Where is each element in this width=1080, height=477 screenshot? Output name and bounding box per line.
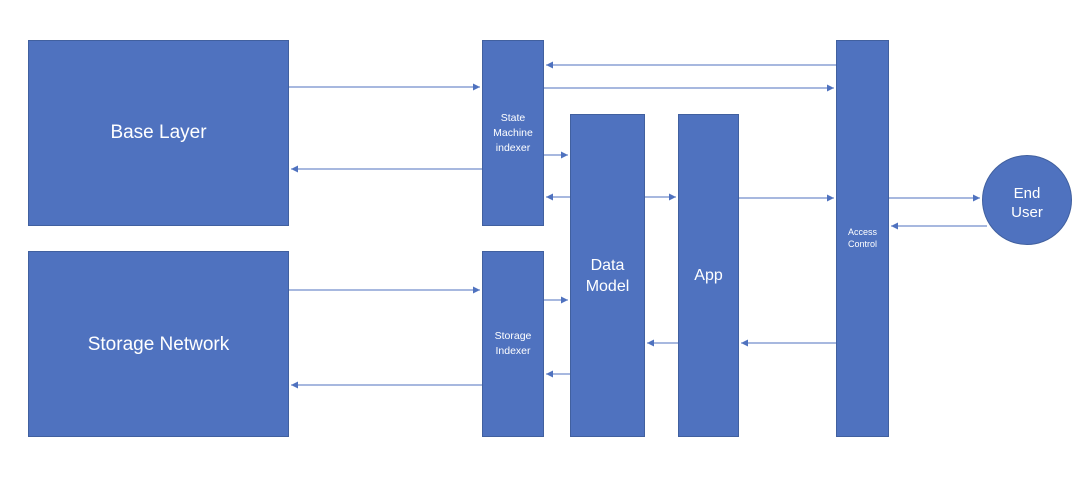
base-layer-node: Base Layer (28, 40, 289, 226)
data-model-label: Data Model (585, 257, 630, 295)
storage-network-label: Storage Network (87, 334, 230, 355)
base-layer-label: Base Layer (110, 122, 207, 143)
app-node: App (678, 114, 739, 437)
state-machine-indexer-label: State Machine indexer (493, 112, 533, 154)
app-label: App (694, 267, 723, 284)
access-control-label: Access Control (847, 227, 877, 249)
end-user-node: End User (982, 155, 1072, 245)
storage-indexer-label: Storage Indexer (494, 330, 532, 357)
end-user-label: End User (1011, 185, 1043, 221)
storage-network-node: Storage Network (28, 251, 289, 437)
access-control-node: Access Control (836, 40, 889, 437)
storage-indexer-node: Storage Indexer (482, 251, 544, 437)
state-machine-indexer-node: State Machine indexer (482, 40, 544, 226)
data-model-node: Data Model (570, 114, 645, 437)
